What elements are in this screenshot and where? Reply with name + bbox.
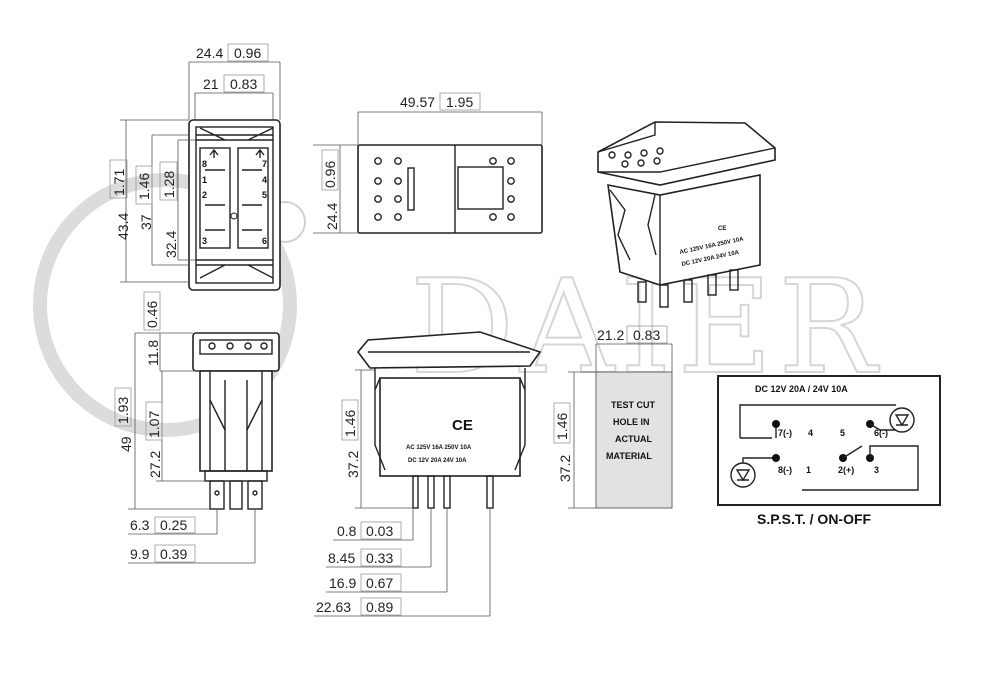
side-view: 11.8 0.46 49 1.93 27.2 1.07 6.3 0.25 9.9… [114, 291, 280, 564]
dim-side-total-in: 1.93 [115, 397, 131, 424]
cutout-line-1: TEST CUT [611, 400, 656, 410]
dim-profile-pin4-in: 0.89 [366, 599, 393, 615]
pin-label-2: 2 [202, 190, 207, 200]
profile-rating-ac: AC 125V 16A 250V 10A [406, 445, 472, 451]
cutout-line-4: MATERIAL [606, 451, 652, 461]
schematic-t2: 2(+) [838, 465, 854, 475]
dim-top-inner-mm: 21 [203, 76, 219, 92]
dim-front-outer-in: 1.71 [111, 169, 127, 196]
dim-cutout-height-mm: 37.2 [557, 455, 573, 482]
dim-side-pin-a-in: 0.25 [160, 517, 187, 533]
dim-top-outer-mm: 24.4 [196, 45, 223, 61]
dim-profile-pin3-mm: 16.9 [329, 575, 356, 591]
dim-side-body-in: 1.07 [146, 411, 162, 438]
schematic-t4: 4 [808, 428, 813, 438]
dim-profile-pin3-in: 0.67 [366, 575, 393, 591]
dim-cutout-width-mm: 21.2 [597, 327, 624, 343]
dim-profile-pin1-mm: 0.8 [337, 523, 357, 539]
dim-front-mid-mm: 37 [138, 214, 154, 230]
dim-front-inner-mm: 32.4 [163, 231, 179, 258]
profile-view: CE AC 125V 16A 250V 10A DC 12V 20A 24V 1… [314, 331, 542, 617]
dim-side-top-in: 0.46 [144, 301, 160, 328]
pin-label-4: 4 [262, 175, 267, 185]
dim-side-pin-b-mm: 9.9 [130, 546, 150, 562]
dim-side-body-mm: 27.2 [147, 451, 163, 478]
profile-ce-mark: CE [452, 417, 473, 434]
schematic-rating: DC 12V 20A / 24V 10A [755, 384, 848, 394]
pin-label-6: 6 [262, 236, 267, 246]
dim-profile-height-mm: 37.2 [345, 451, 361, 478]
pin-label-1: 1 [202, 175, 207, 185]
dim-profile-pin1-in: 0.03 [366, 523, 393, 539]
rocker-top-view: 49.57 1.95 24.4 0.96 [313, 92, 543, 234]
dim-rocker-height-in: 0.96 [322, 161, 338, 188]
dim-side-total-mm: 49 [118, 436, 134, 452]
iso-ce-mark: CE [718, 226, 726, 232]
dim-side-pin-b-in: 0.39 [160, 546, 187, 562]
schematic-t8: 8(-) [778, 465, 792, 475]
dim-front-mid-in: 1.46 [136, 173, 152, 200]
schematic-t3: 3 [874, 465, 879, 475]
dim-rocker-height-mm: 24.4 [324, 203, 340, 230]
pin-label-5: 5 [262, 190, 267, 200]
schematic-t6: 6(-) [874, 428, 888, 438]
cutout-line-2: HOLE IN [613, 417, 650, 427]
schematic-caption: S.P.S.T. / ON-OFF [757, 511, 872, 527]
pin-label-8: 8 [202, 159, 207, 169]
front-view: 24.4 0.96 21 0.83 8 7 1 4 2 5 3 6 [109, 43, 281, 291]
pin-label-3: 3 [202, 236, 207, 246]
dim-side-top-mm: 11.8 [145, 340, 161, 366]
dim-profile-height-in: 1.46 [342, 410, 358, 437]
profile-rating-dc: DC 12V 20A 24V 10A [408, 458, 467, 464]
pin-label-7: 7 [262, 159, 267, 169]
dim-profile-pin4-mm: 22.63 [316, 599, 351, 615]
dim-top-inner-in: 0.83 [230, 76, 257, 92]
dim-rocker-length-mm: 49.57 [400, 94, 435, 110]
dim-cutout-height-in: 1.46 [554, 413, 570, 440]
cutout-line-3: ACTUAL [615, 434, 652, 444]
schematic-t5: 5 [840, 428, 845, 438]
isometric-view: CE AC 125V 16A 250V 10A DC 12V 20A 24V 1… [597, 121, 776, 308]
schematic-t1: 1 [806, 465, 811, 475]
dim-cutout-width-in: 0.83 [633, 327, 660, 343]
dim-side-pin-a-mm: 6.3 [130, 517, 150, 533]
dim-profile-pin2-mm: 8.45 [328, 550, 355, 566]
dim-front-inner-in: 1.28 [161, 171, 177, 198]
dim-top-outer-in: 0.96 [234, 45, 261, 61]
schematic-t7: 7(-) [778, 428, 792, 438]
dim-rocker-length-in: 1.95 [446, 94, 473, 110]
dim-front-outer-mm: 43.4 [115, 213, 131, 240]
wiring-schematic: DC 12V 20A / 24V 10A 7(-) 4 5 6(-) 8(-) … [717, 375, 941, 527]
dim-profile-pin2-in: 0.33 [366, 550, 393, 566]
cutout-panel: 21.2 0.83 TEST CUT HOLE IN ACTUAL MATERI… [553, 325, 673, 509]
svg-text:24.4: 24.4 [196, 45, 223, 61]
